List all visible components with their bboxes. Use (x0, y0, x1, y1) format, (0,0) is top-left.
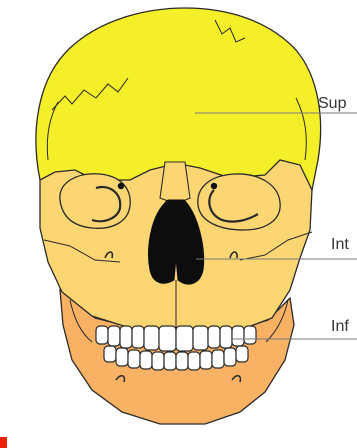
tooth (116, 348, 128, 366)
right-orbit-foramen (211, 183, 217, 189)
tooth (176, 352, 188, 370)
tooth (220, 326, 232, 348)
tooth (193, 326, 208, 350)
corner-marker (0, 437, 7, 448)
tooth (120, 326, 132, 348)
tooth (212, 350, 224, 368)
inferior-label: Inf (331, 319, 349, 335)
tooth (164, 352, 176, 370)
left-orbit-foramen (118, 183, 124, 189)
intermediate-label: Int (331, 237, 349, 253)
tooth (144, 326, 159, 350)
tooth (104, 346, 116, 362)
tooth (176, 326, 193, 351)
tooth (152, 352, 164, 370)
tooth (224, 348, 236, 366)
tooth (208, 326, 220, 348)
tooth (132, 326, 144, 348)
tooth (108, 326, 120, 346)
tooth (96, 326, 108, 344)
tooth (159, 326, 176, 351)
tooth (128, 350, 140, 368)
tooth (232, 326, 244, 346)
tooth (140, 351, 152, 369)
nasal-bones (160, 162, 190, 204)
tooth (236, 346, 248, 362)
tooth (244, 326, 256, 344)
tooth (188, 352, 200, 370)
superior-label: Sup (318, 96, 346, 112)
tooth (200, 351, 212, 369)
